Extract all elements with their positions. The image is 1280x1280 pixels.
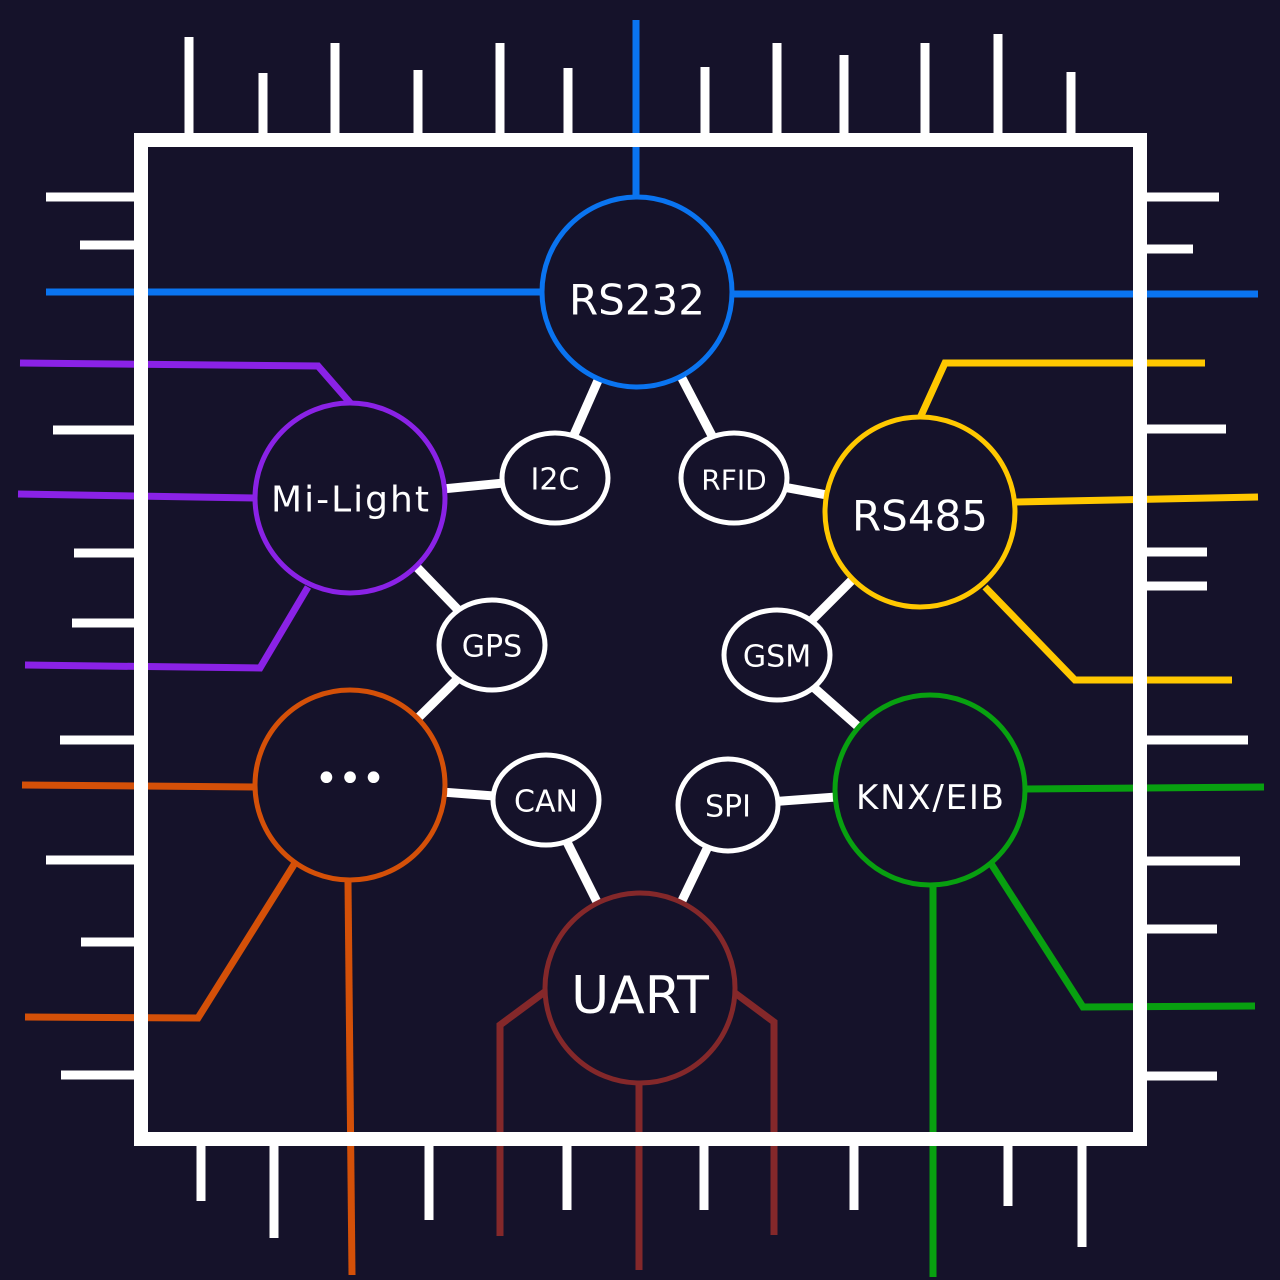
node-label: Mi-Light [271,480,429,521]
knx-trace [987,860,1256,1011]
more-trace [24,861,298,1022]
node-label: RS232 [569,276,705,325]
node-gps[interactable]: GPS [436,597,548,693]
uart-trace [496,985,553,1236]
node-label: GPS [462,630,522,665]
mi-light-trace [24,585,312,672]
node-ring [822,414,1018,610]
more-trace [344,881,356,1276]
node-ring [721,607,833,703]
node-label: UART [571,966,709,1026]
node-rs485[interactable]: RS485 [822,414,1018,610]
node-label: KNX/EIB [856,778,1004,818]
node-gsm[interactable]: GSM [721,607,833,703]
node-ring [832,692,1028,888]
node-ring [252,400,448,596]
node-label: RS485 [852,492,988,541]
node-ring [539,194,735,390]
node-mi-light[interactable]: Mi-Light [252,400,448,596]
node-rfid[interactable]: RFID [678,430,790,526]
node-ring [490,752,602,848]
node-label: GSM [743,640,811,675]
node-ring [499,430,611,526]
node-label: I2C [531,463,580,498]
node-label: CAN [514,785,578,820]
node-knx-eib[interactable]: KNX/EIB [832,692,1028,888]
node-more[interactable]: ••• [252,687,448,883]
node-ring [252,687,448,883]
node-i2c[interactable]: I2C [499,430,611,526]
node-label: RFID [701,464,766,497]
node-can[interactable]: CAN [490,752,602,848]
chip-body [134,133,1147,1146]
mi-light-trace [19,359,355,408]
node-rs232[interactable]: RS232 [539,194,735,390]
rs485-trace [916,359,1205,420]
rs485-trace [982,584,1232,684]
node-spi[interactable]: SPI [675,756,781,854]
node-ring [678,430,790,526]
node-ring [542,890,738,1086]
node-label: SPI [705,790,751,825]
node-ring [436,597,548,693]
uart-trace [732,990,778,1235]
chip-pins [46,34,1248,1247]
node-label: ••• [315,756,386,802]
node-uart[interactable]: UART [542,890,738,1086]
node-ring [675,756,781,854]
